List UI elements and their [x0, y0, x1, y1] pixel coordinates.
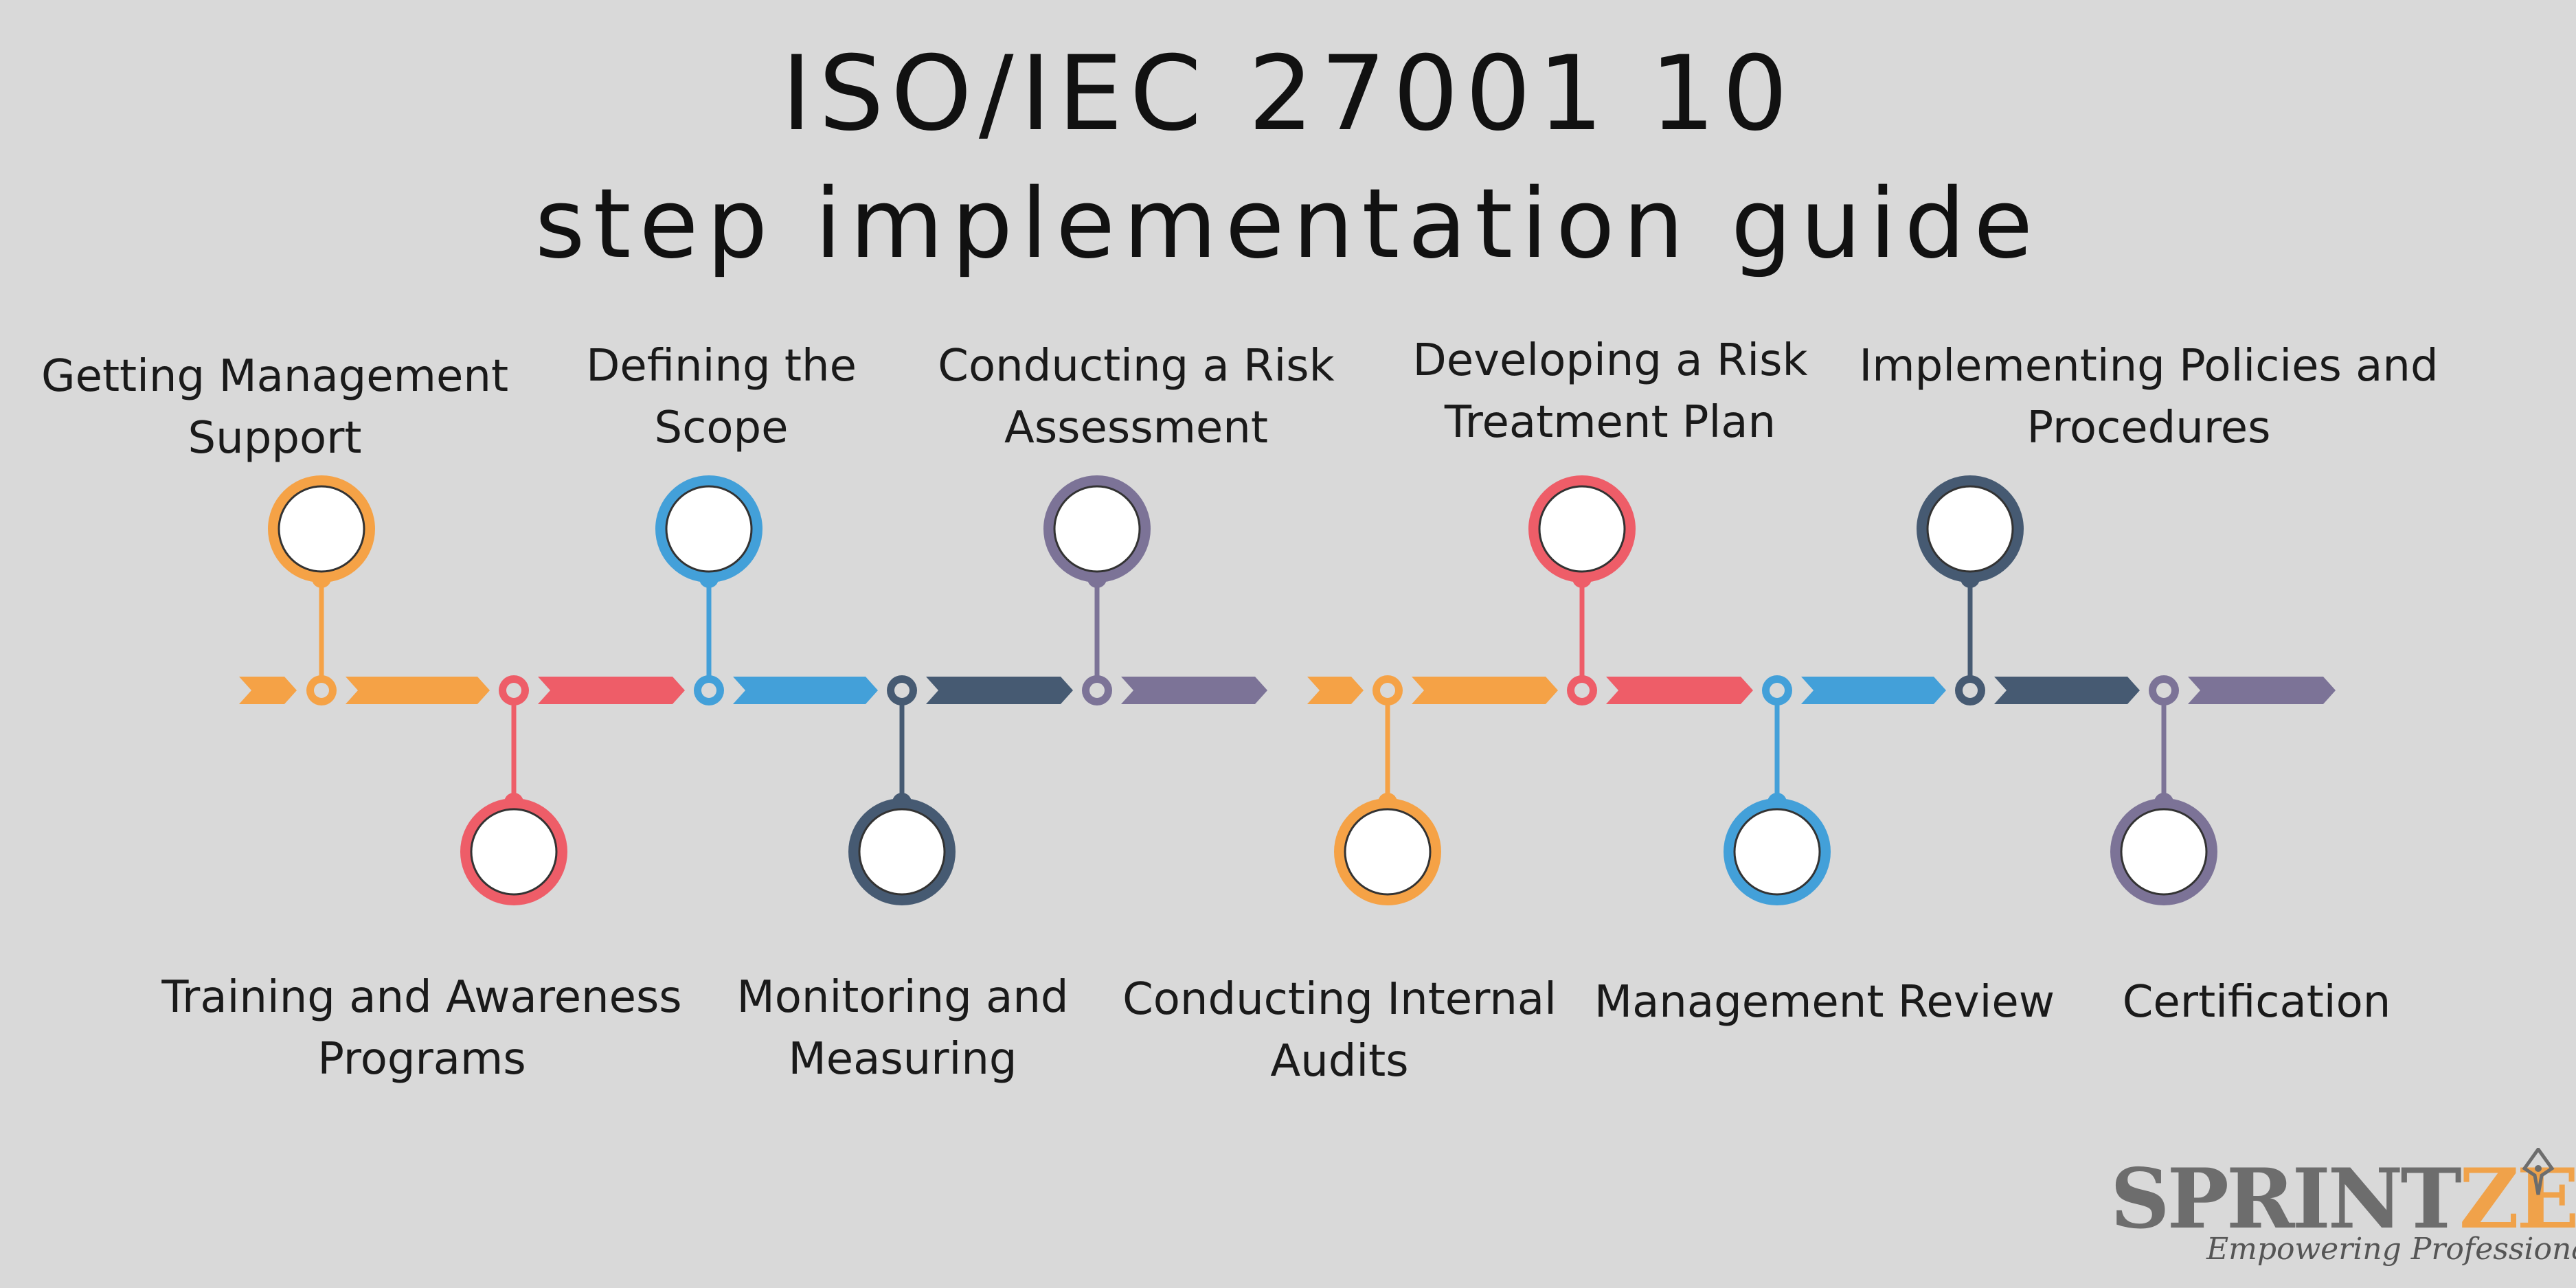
timeline-segment	[1121, 677, 1267, 704]
timeline-segment	[1412, 677, 1558, 704]
step-label-risk-treatment-plan: Developing a Risk Treatment Plan	[1412, 335, 1808, 448]
page-title: ISO/IEC 27001 10	[781, 34, 1795, 154]
step-label-certification: Certification	[2122, 977, 2391, 1028]
step-label-defining-scope: Defining the Scope	[586, 341, 857, 453]
step-label-training-awareness: Training and Awareness Programs	[161, 972, 682, 1085]
timeline-segment	[1606, 677, 1753, 704]
timeline-segment	[1801, 677, 1946, 704]
step-marker-inner	[1053, 485, 1141, 573]
timeline-node-center	[2156, 683, 2171, 698]
timeline-node-center	[506, 683, 521, 698]
timeline-node-center	[1089, 683, 1105, 698]
step-marker-inner	[1538, 485, 1626, 573]
sprintzeal-logo: SPRINTZEAL Empowering Professionals	[2110, 1144, 2576, 1274]
timeline-segment	[2188, 677, 2336, 704]
timeline-node-center	[1963, 683, 1978, 698]
timeline-node-center	[1574, 683, 1590, 698]
step-marker-inner	[858, 808, 946, 896]
timeline-node-center	[894, 683, 909, 698]
step-marker-inner	[2120, 808, 2208, 896]
step-marker-inner	[1926, 485, 2014, 573]
timeline-segment	[733, 677, 878, 704]
timeline-segment	[926, 677, 1073, 704]
step-label-risk-assessment: Conducting a Risk Assessment	[938, 341, 1335, 453]
step-marker-inner	[470, 808, 558, 896]
lead-arrow	[239, 677, 297, 704]
step-label-policies-procedures: Implementing Policies and Procedures	[1859, 341, 2439, 453]
logo-wordmark: SPRINTZEAL	[2110, 1151, 2576, 1247]
step-marker-inner	[665, 485, 753, 573]
step-marker-inner	[1344, 808, 1432, 896]
pen-nib-icon	[2522, 1148, 2555, 1195]
timeline-node-center	[314, 683, 329, 698]
timeline-node-center	[1380, 683, 1395, 698]
page-subtitle: step implementation guide	[534, 168, 2042, 280]
step-label-management-review: Management Review	[1594, 977, 2055, 1028]
step-label-getting-management-support: Getting Management Support	[41, 351, 509, 464]
logo-tagline: Empowering Professionals	[2206, 1232, 2576, 1267]
step-label-internal-audits: Conducting Internal Audits	[1122, 974, 1557, 1087]
step-marker-inner	[1733, 808, 1821, 896]
lead-arrow	[1307, 677, 1364, 704]
timeline-segment	[538, 677, 685, 704]
timeline-segment	[1994, 677, 2140, 704]
timeline-segment	[346, 677, 490, 704]
timeline-node-center	[701, 683, 716, 698]
step-marker-inner	[278, 485, 365, 573]
timeline-node-center	[1770, 683, 1785, 698]
step-label-monitoring-measuring: Monitoring and Measuring	[736, 972, 1069, 1085]
